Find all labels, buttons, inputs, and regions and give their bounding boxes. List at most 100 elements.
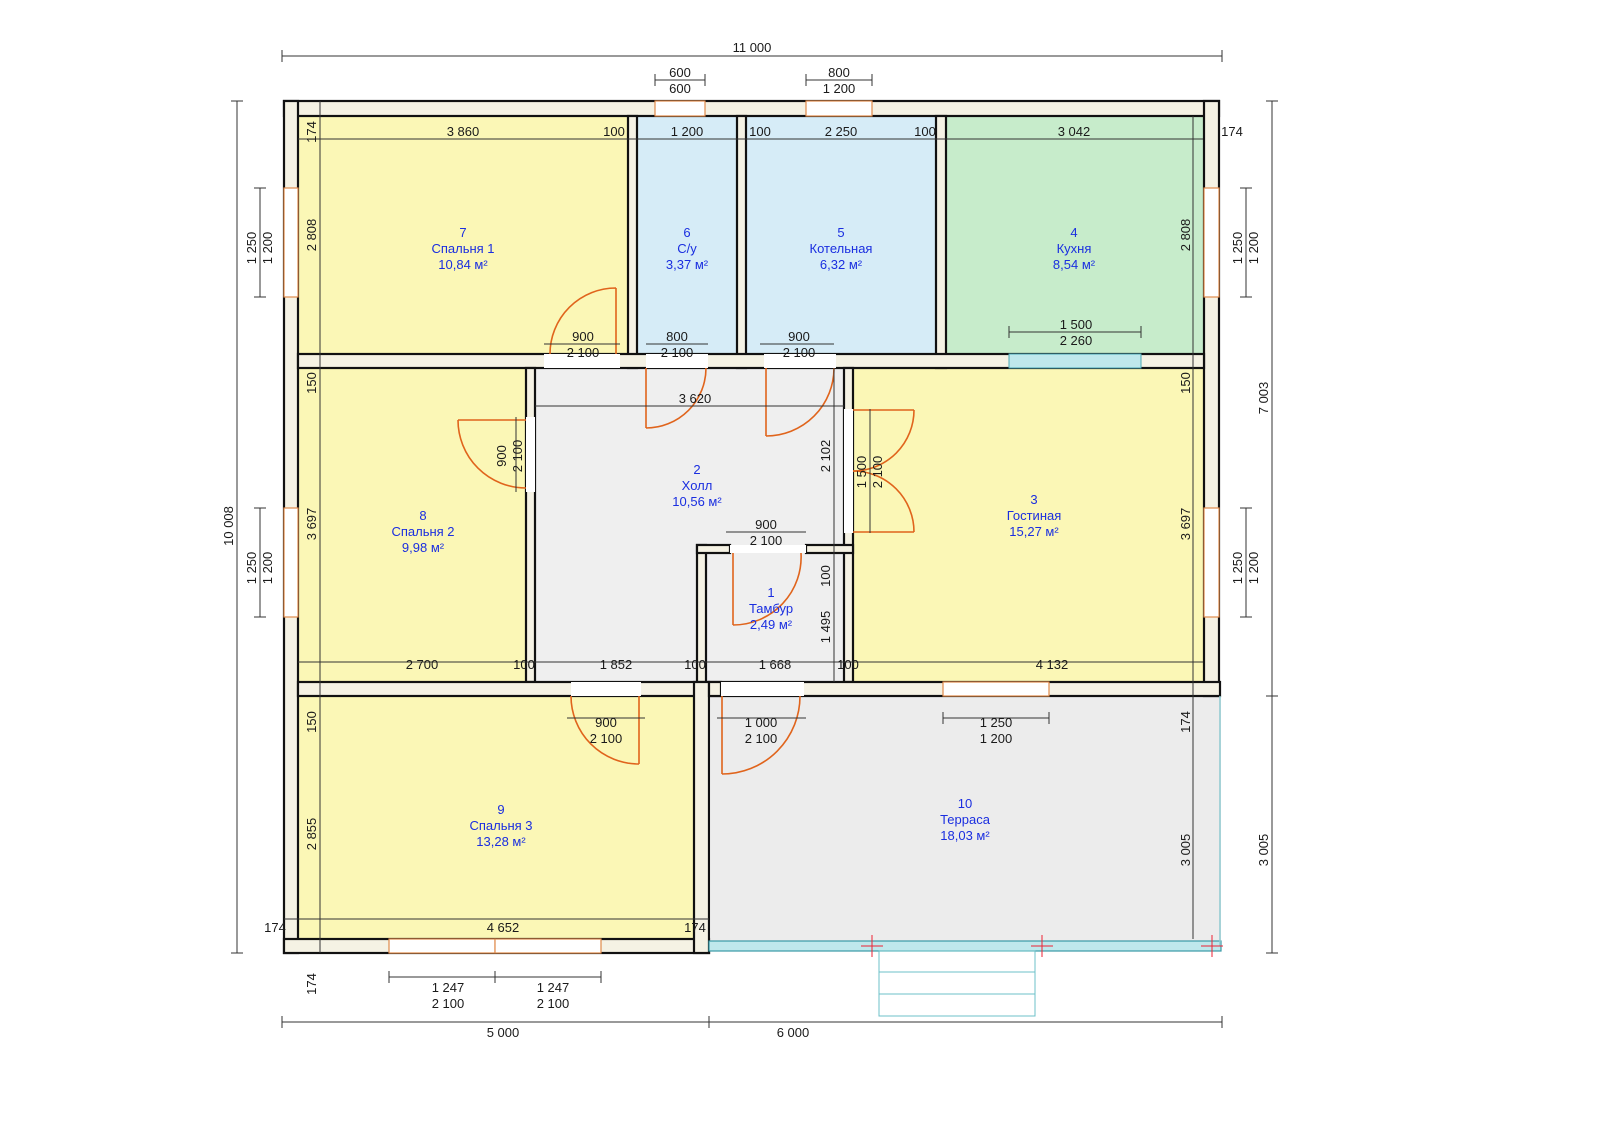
dim-label: 100 [837,657,859,672]
dim-label: 900 [755,517,777,532]
room-number: 1 [767,585,774,600]
room-number: 9 [497,802,504,817]
dim-label: 1 200 [671,124,704,139]
wall-h-vest [695,543,732,555]
room-name: Тамбур [749,601,793,616]
opening-5 [844,409,853,533]
room-number: 2 [693,462,700,477]
window-left-2 [283,507,299,618]
room-living: 3 Гостиная 15,27 м² [1007,492,1062,539]
dim-label: 1 495 [818,611,833,644]
fill-bedroom-1 [298,116,628,354]
dim-label: 1 250 [1230,552,1245,585]
opening-6 [730,545,806,553]
dim-label: 2 100 [750,533,783,548]
dim-label: 174 [684,920,706,935]
room-name: С/у [677,241,697,256]
room-number: 6 [683,225,690,240]
dim-label: 100 [513,657,535,672]
wall-v-3 [934,114,948,370]
dim-label: 600 [669,81,691,96]
fill-bathroom [637,116,737,354]
dim-label: 7 003 [1256,382,1271,415]
dim-label: 2 250 [825,124,858,139]
dim-label: 174 [304,121,319,143]
window-right-1 [1203,187,1220,298]
dim-label: 1 200 [260,552,275,585]
dim-label: 3 005 [1178,834,1193,867]
dim-label: 6 000 [777,1025,810,1040]
dim-label: 4 652 [487,920,520,935]
room-name: Спальня 2 [391,524,454,539]
window-top-1 [654,100,706,117]
dim-label: 4 132 [1036,657,1069,672]
dim-label: 150 [304,372,319,394]
room-area: 8,54 м² [1053,257,1096,272]
dim-label: 1 668 [759,657,792,672]
dim-label: 100 [749,124,771,139]
room-hall: 2 Холл 10,56 м² [672,462,722,509]
dim-label: 900 [595,715,617,730]
opening-4 [526,417,535,492]
door-2 [645,367,707,429]
room-area: 2,49 м² [750,617,793,632]
dim-label: 2 700 [406,657,439,672]
dim-label: 3 005 [1256,834,1271,867]
wall-top [282,99,1221,118]
room-bedroom-2: 8 Спальня 2 9,98 м² [391,508,454,555]
dim-label: 10 008 [221,506,236,546]
dim-label: 3 042 [1058,124,1091,139]
opening-2 [646,354,708,368]
room-area: 10,56 м² [672,494,722,509]
wall-h-1 [296,352,1206,370]
dim-label: 2 100 [537,996,570,1011]
kitchen-glass-partition [1008,353,1142,369]
room-number: 7 [459,225,466,240]
dim-label: 2 100 [745,731,778,746]
wall-v-4 [524,366,537,684]
room-area: 9,98 м² [402,540,445,555]
wall-h-vest-2 [804,543,855,555]
dim-label: 100 [603,124,625,139]
room-number: 8 [419,508,426,523]
door-3 [765,367,835,437]
dim-label: 2 808 [1178,219,1193,252]
dim-label: 2 100 [870,456,885,489]
dim-label: 1 200 [1246,232,1261,265]
dim-label: 2 260 [1060,333,1093,348]
opening-1 [544,354,620,368]
door-5b [852,470,915,533]
dim-label: 5 000 [487,1025,520,1040]
dim-label: 1 250 [980,715,1013,730]
room-name: Котельная [810,241,873,256]
dim-label: 174 [1178,711,1193,733]
dim-label: 100 [914,124,936,139]
room-area: 6,32 м² [820,257,863,272]
dim-label: 800 [666,329,688,344]
dim-label: 2 100 [510,440,525,473]
room-name: Кухня [1057,241,1092,256]
window-top-2 [805,100,873,117]
room-number: 5 [837,225,844,240]
door-4 [457,419,527,489]
room-area: 13,28 м² [476,834,526,849]
opening-3 [764,354,836,368]
windows [283,100,1220,954]
dim-label: 2 100 [661,345,694,360]
door-6 [732,552,802,626]
dim-label: 174 [304,973,319,995]
dim-label: 1 852 [600,657,633,672]
room-area: 10,84 м² [438,257,488,272]
dim-label: 1 250 [244,552,259,585]
room-name: Гостиная [1007,508,1062,523]
room-area: 15,27 м² [1009,524,1059,539]
room-kitchen: 4 Кухня 8,54 м² [1053,225,1096,272]
dim-label: 3 697 [304,508,319,541]
door-8 [721,695,801,775]
dim-label: 100 [684,657,706,672]
fill-bedroom-3 [298,696,694,939]
dim-label: 1 247 [432,980,465,995]
window-living [942,681,1050,697]
dim-label: 800 [828,65,850,80]
